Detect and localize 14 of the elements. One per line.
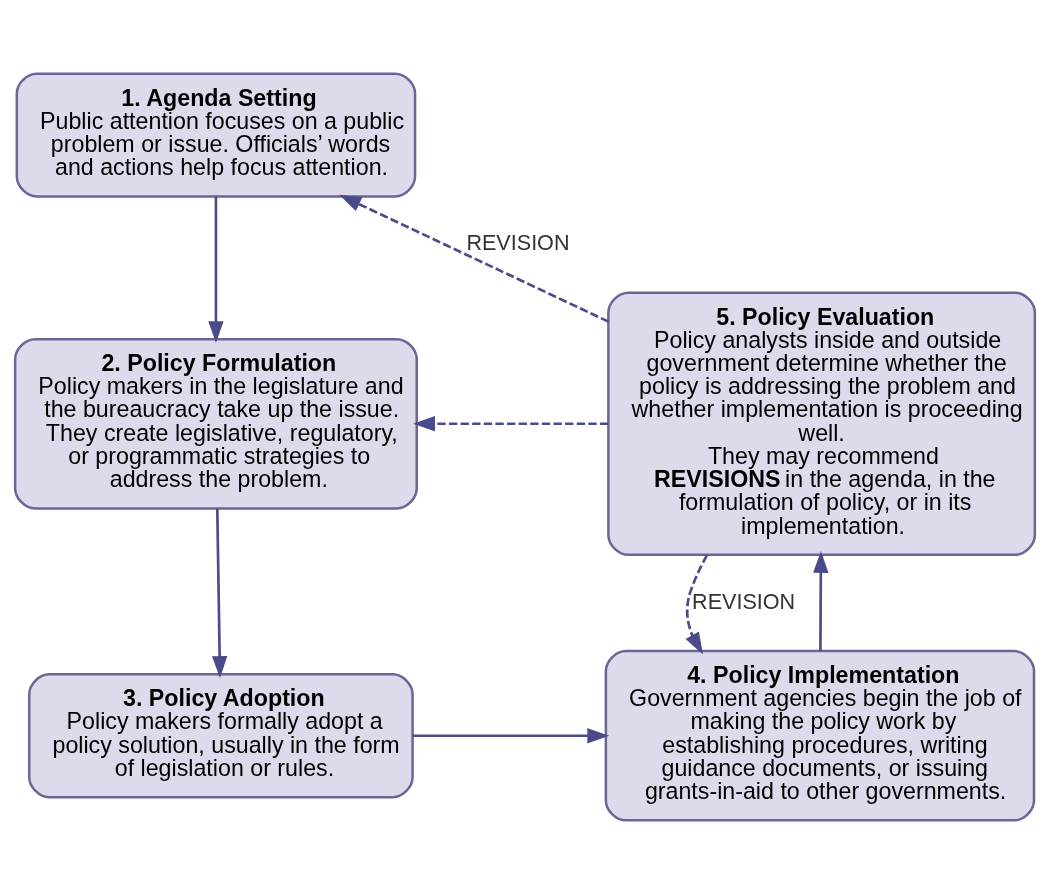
arrow: [211, 508, 228, 678]
arrow: [413, 415, 609, 431]
node-box: 1. Agenda Setting Public attention focuses on a public problem or issue. Officials’ words and actions help focus attention.: [15, 71, 417, 198]
node-box: 2. Policy Formulation Policy makers in the legislature and the bureaucracy take up the issue. They create legislative, regulatory, or programmatic strategies to address the problem.: [13, 337, 418, 510]
node-box: 3. Policy Adoption Policy makers formally adopt a policy solution, usually in the form of legislation or rules.: [28, 672, 414, 798]
node-box: 5. Policy Evaluation Policy analysts inside and outside government determine whether the policy is addressing the problem and whether implementation is proceeding well. They may recommend REVISIONS in the agenda, in the formulation of policy, or in its implementation.: [607, 290, 1037, 556]
arrow: [339, 194, 609, 323]
arrow: [813, 550, 829, 651]
arrow: [208, 196, 224, 343]
node-box: 4. Policy Implementation Government agencies begin the job of making the policy work by establishing procedures, writing guidance documents, or issuing grants-in-aid to other governments.: [604, 649, 1036, 822]
edge-label: REVISION: [692, 588, 796, 614]
arrow: [685, 554, 709, 654]
arrow: [412, 727, 610, 743]
edge-label: REVISION: [466, 229, 570, 255]
